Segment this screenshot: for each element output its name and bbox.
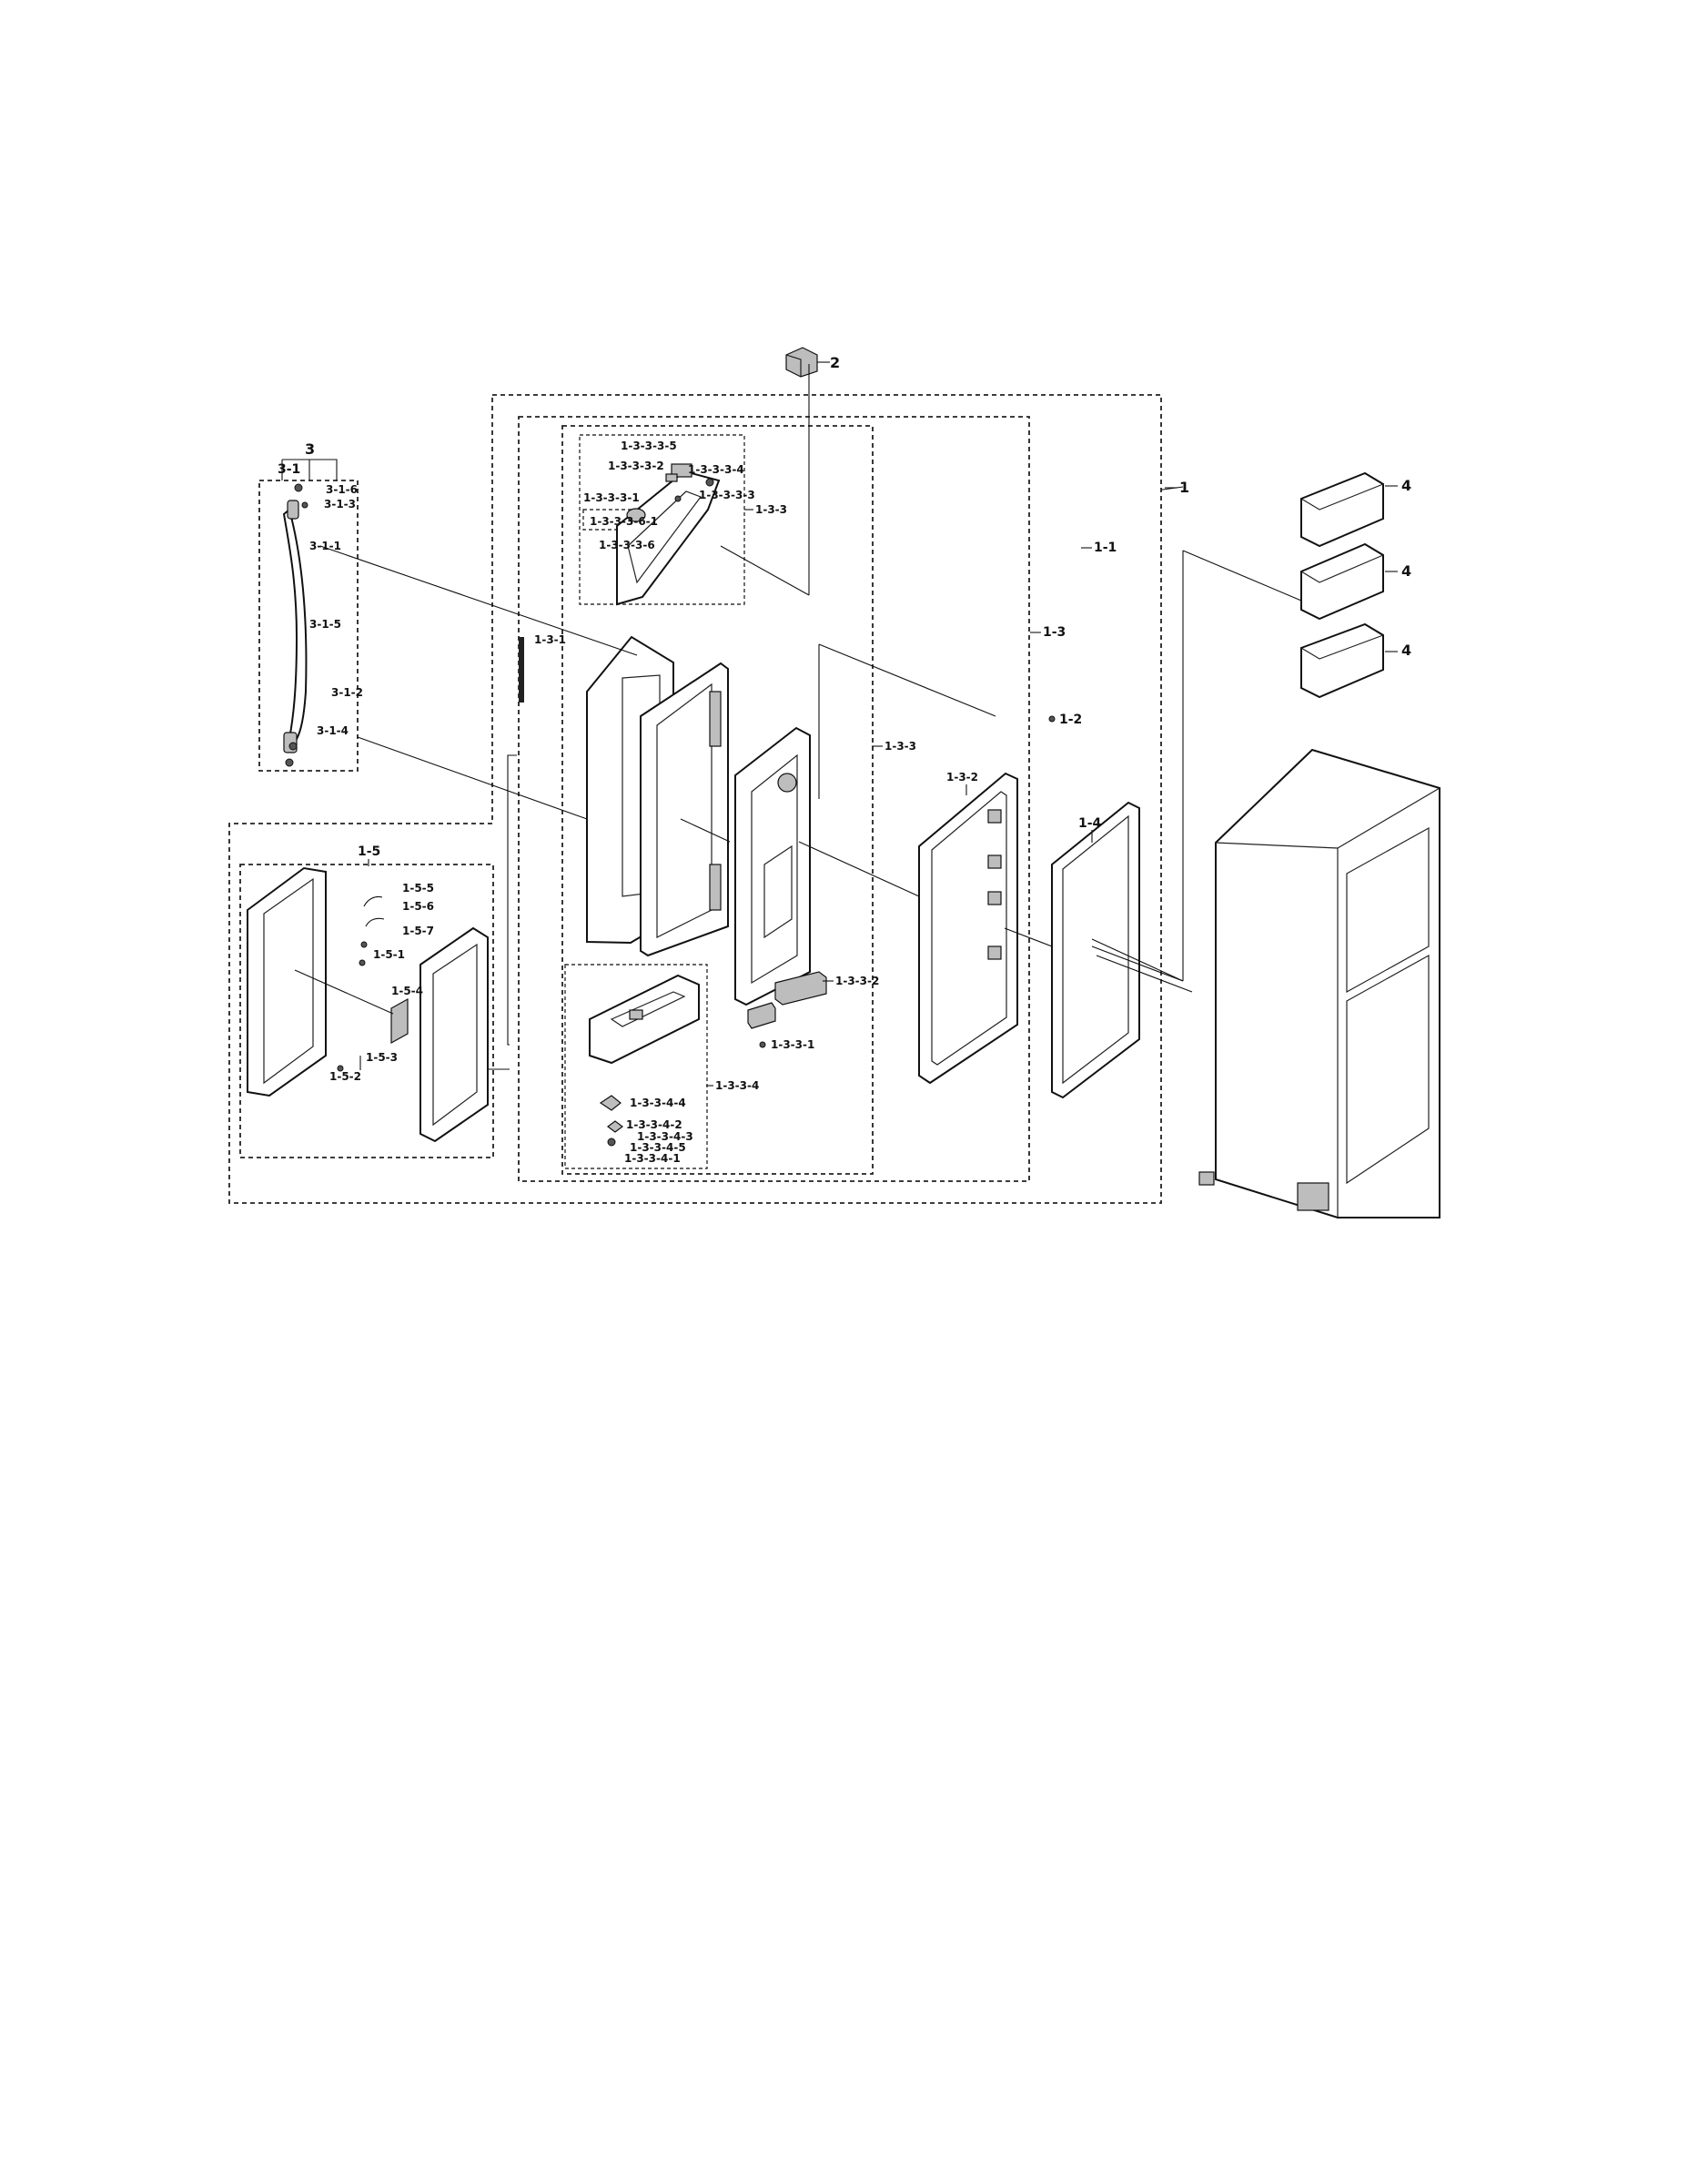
callout-1-5-4: 1-5-4 <box>391 985 423 997</box>
group-1-3-3-3-6-outline <box>582 509 649 531</box>
callout-3-1-6: 3-1-6 <box>326 483 358 496</box>
callout-1-3-3-4-5: 1-3-3-4-5 <box>630 1141 686 1154</box>
group-1-5-outline <box>239 864 494 1158</box>
callout-1-3-3-3-3: 1-3-3-3-3 <box>699 489 755 501</box>
group-1-3-outline <box>518 416 1030 1182</box>
control-board <box>589 974 700 1147</box>
callout-1-2: 1-2 <box>1059 713 1082 727</box>
callout-1-3: 1-3 <box>1043 625 1066 640</box>
dispenser-cover-assembly <box>247 866 489 1143</box>
refrigerator-cabinet <box>1198 748 1440 1218</box>
gasket <box>1051 801 1140 1099</box>
callout-1-3-3-3-6-1: 1-3-3-3-6-1 <box>590 515 658 528</box>
callout-1-3-3-2: 1-3-3-2 <box>835 975 879 987</box>
callout-4-bottom: 4 <box>1401 642 1411 659</box>
door-bins <box>1300 471 1384 699</box>
callout-3-1-5: 3-1-5 <box>309 618 341 631</box>
callout-1-1: 1-1 <box>1094 541 1117 555</box>
door-inner-panel <box>734 726 811 1006</box>
leader-lines <box>294 364 1302 1070</box>
callout-1-3-3-4-4: 1-3-3-4-4 <box>630 1097 686 1109</box>
callout-1-3-3-4-2: 1-3-3-4-2 <box>626 1118 682 1131</box>
callout-1-4: 1-4 <box>1078 816 1102 831</box>
callout-3-1-1: 3-1-1 <box>309 540 341 552</box>
callout-1-3-3-1: 1-3-3-1 <box>771 1038 814 1051</box>
callout-1-3-3-4-1: 1-3-3-4-1 <box>624 1152 681 1165</box>
callout-1-3-3-3-2: 1-3-3-3-2 <box>608 460 664 472</box>
handle-assembly <box>281 459 338 767</box>
callout-2: 2 <box>830 354 840 371</box>
callout-1-3-3-3-1: 1-3-3-3-1 <box>583 491 640 504</box>
sensor-assembly <box>747 971 827 1048</box>
callout-1-5-3: 1-5-3 <box>366 1051 398 1064</box>
callout-1-5-2: 1-5-2 <box>329 1070 361 1083</box>
callout-1-5: 1-5 <box>358 844 380 859</box>
dispenser-housing <box>616 463 721 606</box>
callout-labels: 2 1 1-1 1-2 1-3 1-4 1-5 1-3-1 1-3-2 1-3-… <box>278 354 1411 1165</box>
group-3-1-outline <box>258 480 359 772</box>
callout-1-5-6: 1-5-6 <box>402 900 434 913</box>
callout-1-3-3-4-3: 1-3-3-4-3 <box>637 1130 693 1143</box>
door-gasket-frame <box>918 772 1018 1085</box>
callout-1-3-3-3-5: 1-3-3-3-5 <box>621 440 677 452</box>
door-liner-frame <box>640 662 729 957</box>
callout-4-middle: 4 <box>1401 562 1411 580</box>
callout-1-3-3-3: 1-3-3 <box>755 503 787 516</box>
callout-1: 1 <box>1179 479 1189 496</box>
callout-1-3-3-3-6: 1-3-3-3-6 <box>599 539 655 551</box>
callout-1-3-3-right: 1-3-3 <box>884 740 916 753</box>
callout-3: 3 <box>305 440 315 458</box>
callout-3-1-3: 3-1-3 <box>324 498 356 511</box>
callout-1-5-1: 1-5-1 <box>373 948 405 961</box>
callout-1-3-3-4: 1-3-3-4 <box>715 1079 759 1092</box>
callout-1-5-5: 1-5-5 <box>402 882 434 895</box>
callout-4-top: 4 <box>1401 477 1411 494</box>
bin-cover <box>785 347 830 378</box>
callout-1-5-7: 1-5-7 <box>402 925 434 937</box>
callout-1-3-1: 1-3-1 <box>534 633 566 646</box>
group-1-3-3-outline <box>561 425 874 1175</box>
callout-3-1-4: 3-1-4 <box>317 724 349 737</box>
group-1-3-3-3-outline <box>579 434 745 605</box>
callout-3-1: 3-1 <box>278 462 300 477</box>
callout-1-3-2: 1-3-2 <box>946 771 978 784</box>
callout-1-3-3-3-4: 1-3-3-3-4 <box>688 463 744 476</box>
callout-3-1-2: 3-1-2 <box>331 686 363 699</box>
group-1-3-3-4-outline <box>564 964 708 1169</box>
group-1-outline <box>228 394 1162 1204</box>
